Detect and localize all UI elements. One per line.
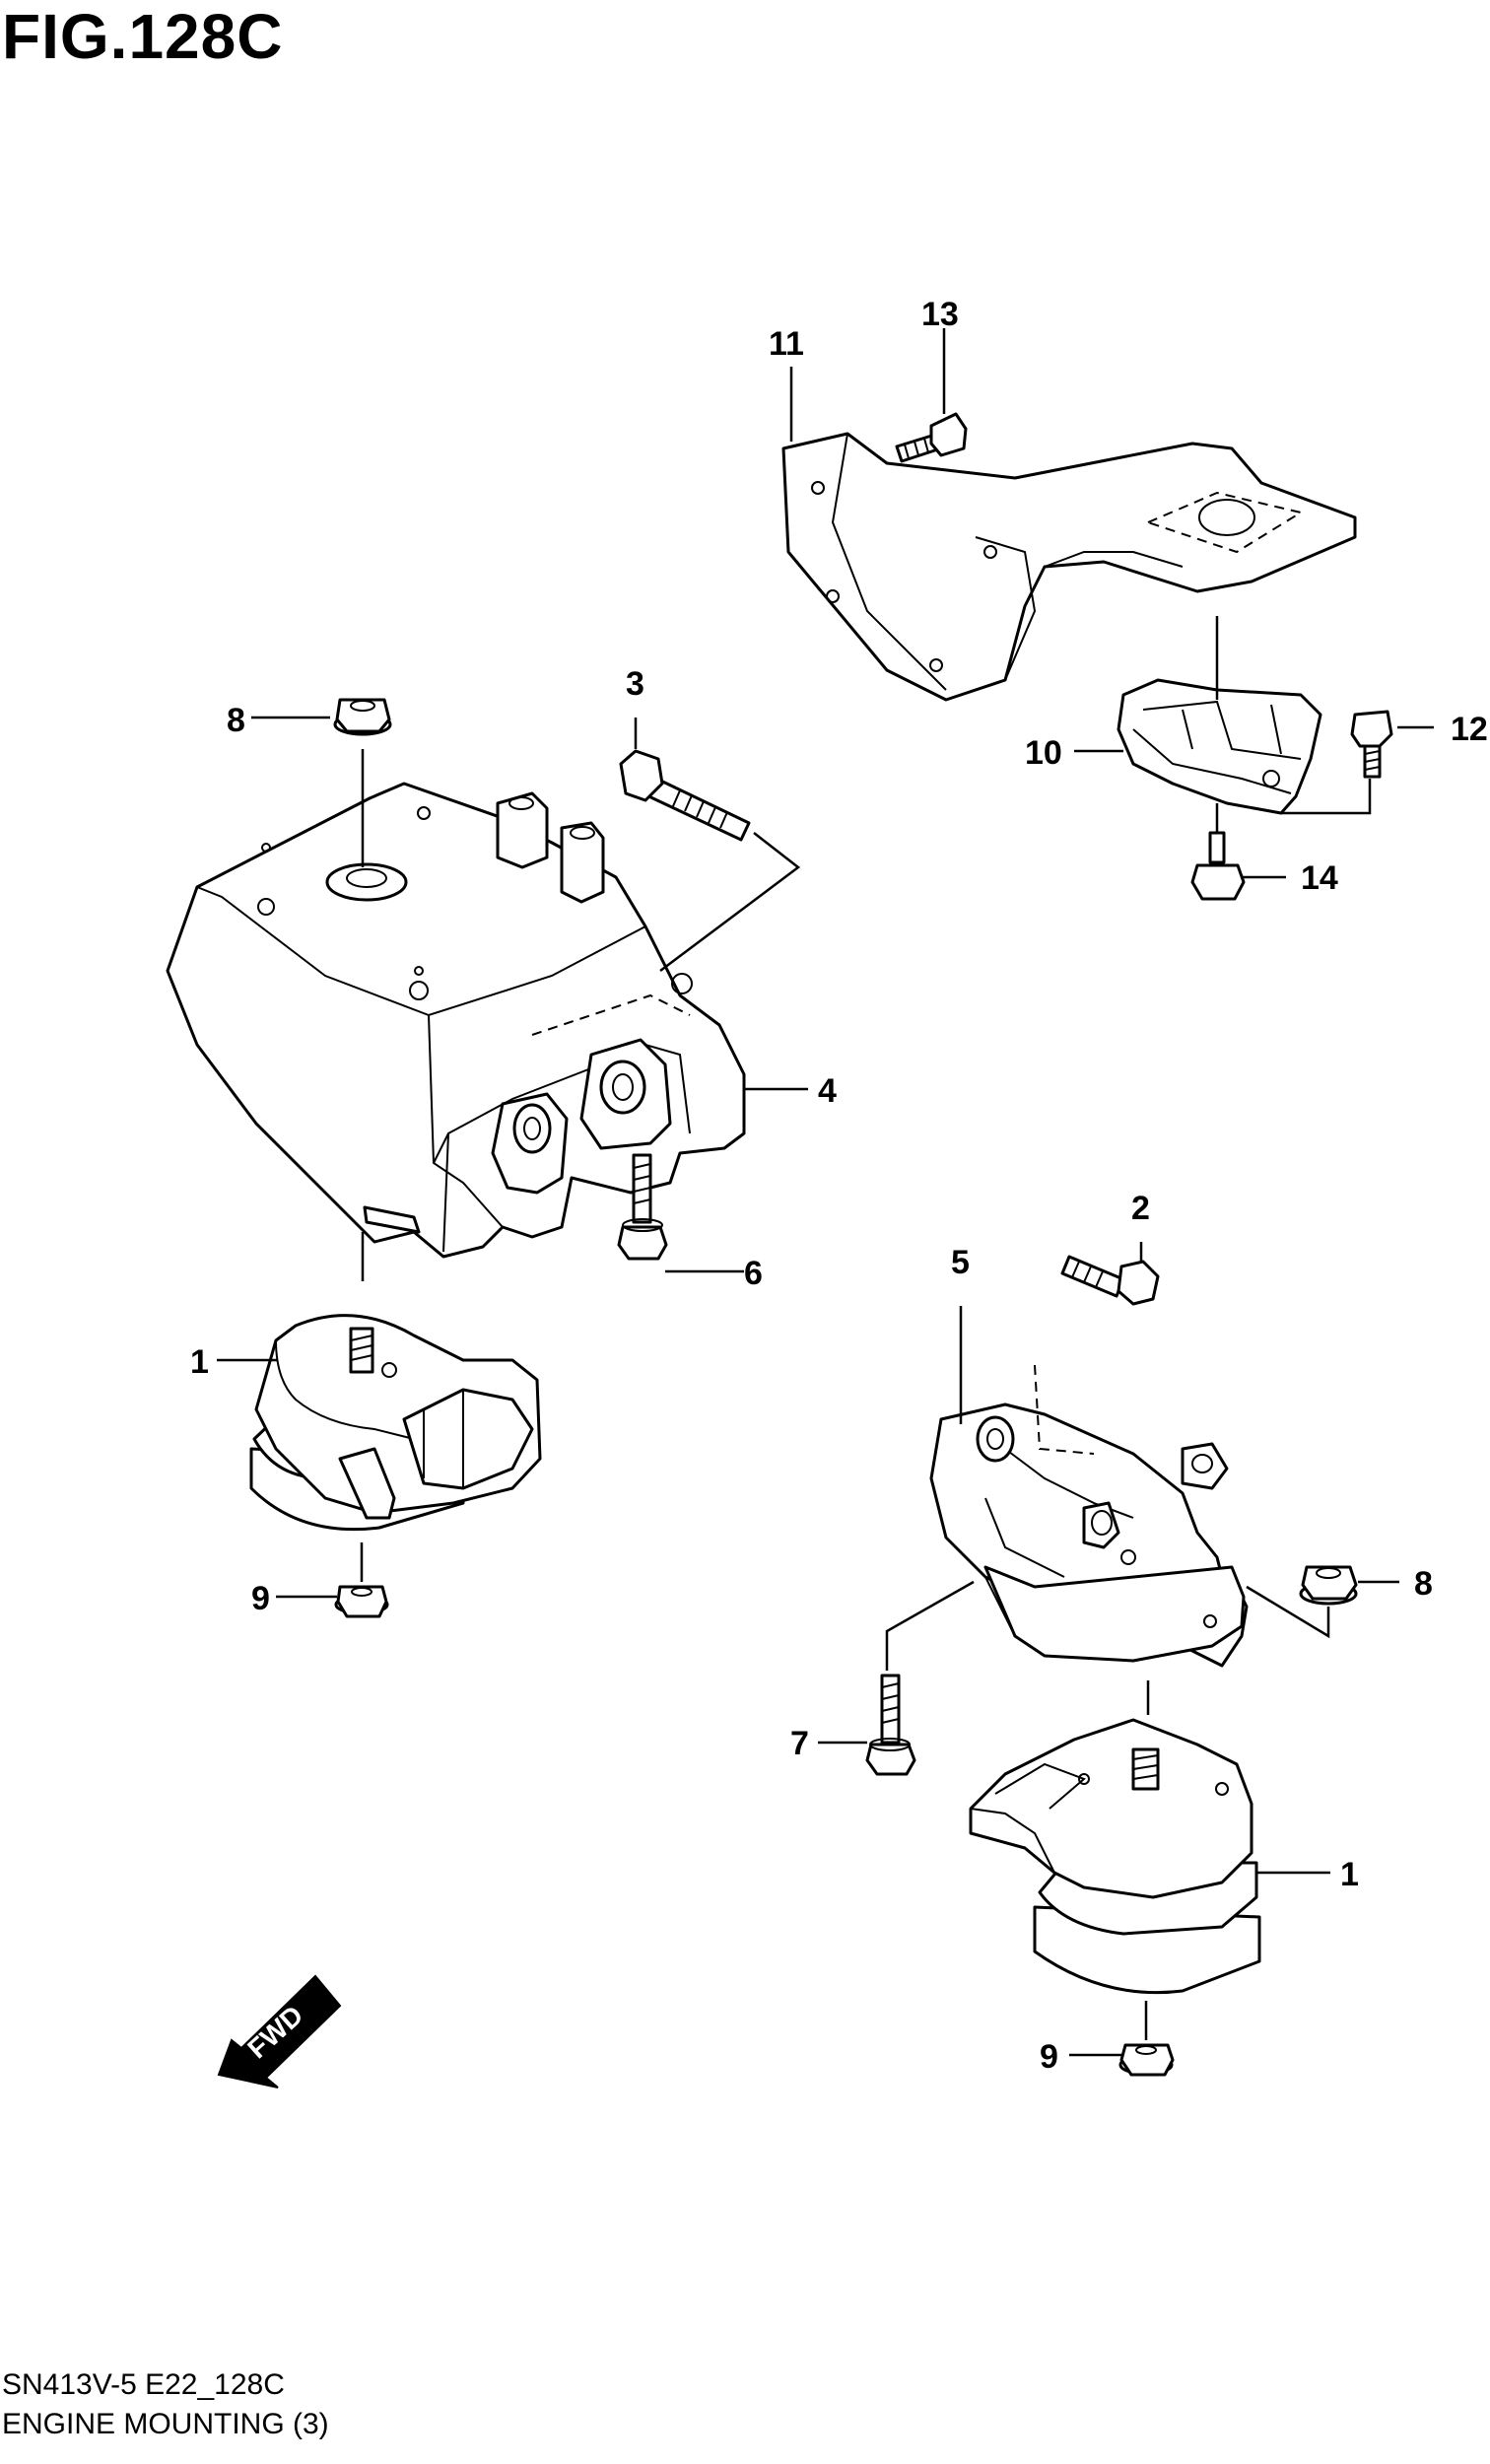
part-9-nut-right[interactable] (1118, 2043, 1175, 2077)
callout-1-right: 1 (1340, 1856, 1359, 1893)
callout-11: 11 (769, 325, 804, 363)
part-9-nut-left[interactable] (334, 1585, 389, 1618)
callout-13: 13 (921, 296, 959, 333)
callouts: 8 3 11 13 10 12 14 4 6 1 9 2 5 8 7 1 9 (190, 296, 1488, 2076)
callout-4: 4 (818, 1072, 837, 1110)
callout-1-left: 1 (190, 1343, 209, 1381)
callout-9-right: 9 (1040, 2038, 1058, 2076)
callout-3: 3 (626, 665, 644, 703)
callout-8-right: 8 (1414, 1565, 1433, 1603)
callout-10: 10 (1025, 734, 1062, 772)
part-3-bolt[interactable] (619, 749, 751, 842)
part-5-bracket[interactable] (929, 1364, 1249, 1668)
diagram-caption: ENGINE MOUNTING (3) (2, 2408, 329, 2440)
part-13-bolt[interactable] (895, 412, 968, 463)
part-12-bolt[interactable] (1350, 710, 1393, 779)
part-8-nut-upper[interactable] (333, 698, 392, 736)
assembly-lines (360, 616, 1372, 2040)
footer: SN413V-5 E22_128C ENGINE MOUNTING (3) (2, 2365, 329, 2444)
callout-5: 5 (951, 1244, 970, 1281)
part-1-mount-left[interactable] (249, 1314, 542, 1532)
part-8-nut-right[interactable] (1299, 1565, 1358, 1606)
callout-8-upper: 8 (227, 702, 245, 739)
part-2-bolt[interactable] (1060, 1255, 1160, 1306)
figure-title: FIG.128C (2, 1, 284, 72)
callout-6: 6 (744, 1255, 763, 1292)
callout-12: 12 (1451, 711, 1488, 748)
part-4-bracket[interactable] (166, 782, 746, 1259)
diagram-code: SN413V-5 E22_128C (2, 2368, 285, 2401)
leader-lines (217, 328, 1434, 2057)
part-1-mount-right[interactable] (969, 1718, 1261, 1995)
callout-7: 7 (790, 1725, 809, 1762)
part-14-nut[interactable] (1190, 831, 1246, 901)
part-7-bolt[interactable] (865, 1674, 916, 1776)
part-10-small-mount[interactable] (1117, 678, 1322, 815)
callout-14: 14 (1301, 859, 1338, 897)
callout-9-left: 9 (251, 1580, 270, 1617)
fwd-arrow: FWD (217, 1974, 342, 2088)
part-11-bracket[interactable] (781, 432, 1357, 702)
callout-2: 2 (1131, 1190, 1150, 1227)
part-6-bolt[interactable] (617, 1153, 668, 1261)
